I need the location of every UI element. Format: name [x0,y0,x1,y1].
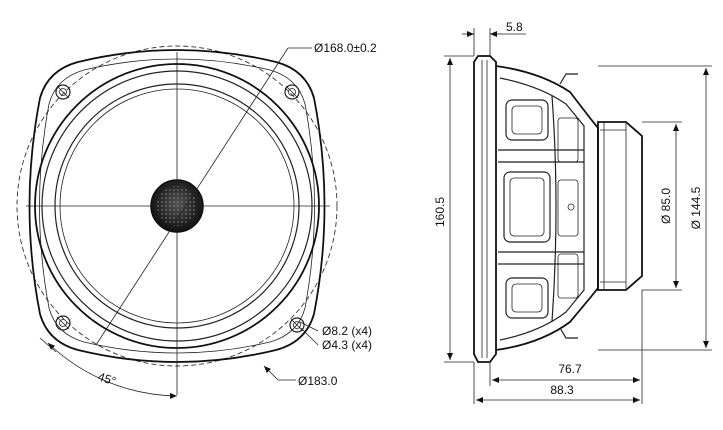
basket-window-top-inner [511,105,543,135]
mounting-hole-bl [55,315,71,331]
depth-label: 76.7 [558,362,582,376]
flange [473,55,497,363]
hole-leader [300,327,319,346]
front-view: Ø168.0±0.2 Ø8.2 (x4) Ø4.3 (x4) 45° Ø183.… [16,41,377,399]
bolt-circle-leader [263,365,279,381]
hole-leader-2 [299,321,319,332]
mounting-hole-tl [55,84,71,100]
bolt-circle-label: Ø183.0 [298,374,338,388]
overall-height-label: 160.5 [433,197,447,227]
mounting-hole-tr [284,84,300,100]
angle-ref-line [39,337,57,353]
dust-cap-mesh [157,186,197,226]
overall-depth-label: 88.3 [550,383,574,397]
basket-window-bot [505,277,549,319]
basket-window-top [505,99,549,141]
mounting-hole-br [289,317,305,333]
basket-window-right-bot [557,253,579,299]
basket-window-bot-inner [511,283,543,313]
terminal-bot [559,327,578,339]
diameter-leader [95,47,289,346]
basket-window-mid-inner [509,177,545,237]
basket-window-right-top [557,117,579,163]
magnet-diameter-label: Ø 85.0 [659,188,673,224]
basket-outline [495,65,599,351]
side-view: 5.8 160.5 Ø 85.0 Ø 144.5 76.7 88.3 [433,20,712,404]
basket-window-mid [503,171,551,243]
terminal-top [559,73,578,85]
angle-arc [47,342,178,399]
angle-label: 45° [96,370,118,389]
frame-diameter-label: Ø 144.5 [689,186,703,229]
basket-inner [499,77,585,341]
basket-curve-1 [551,95,557,323]
magnet [597,121,643,291]
flange-thickness-label: 5.8 [506,20,523,34]
hole-outer-label: Ø8.2 (x4) [322,324,372,338]
basket-window-right-mid [557,179,579,237]
hole-inner-label: Ø4.3 (x4) [322,338,372,352]
vent-hole [567,203,575,211]
frame-inner-outline [39,58,315,354]
outer-diameter-label: Ø168.0±0.2 [314,41,377,55]
frame-outline [28,49,326,363]
